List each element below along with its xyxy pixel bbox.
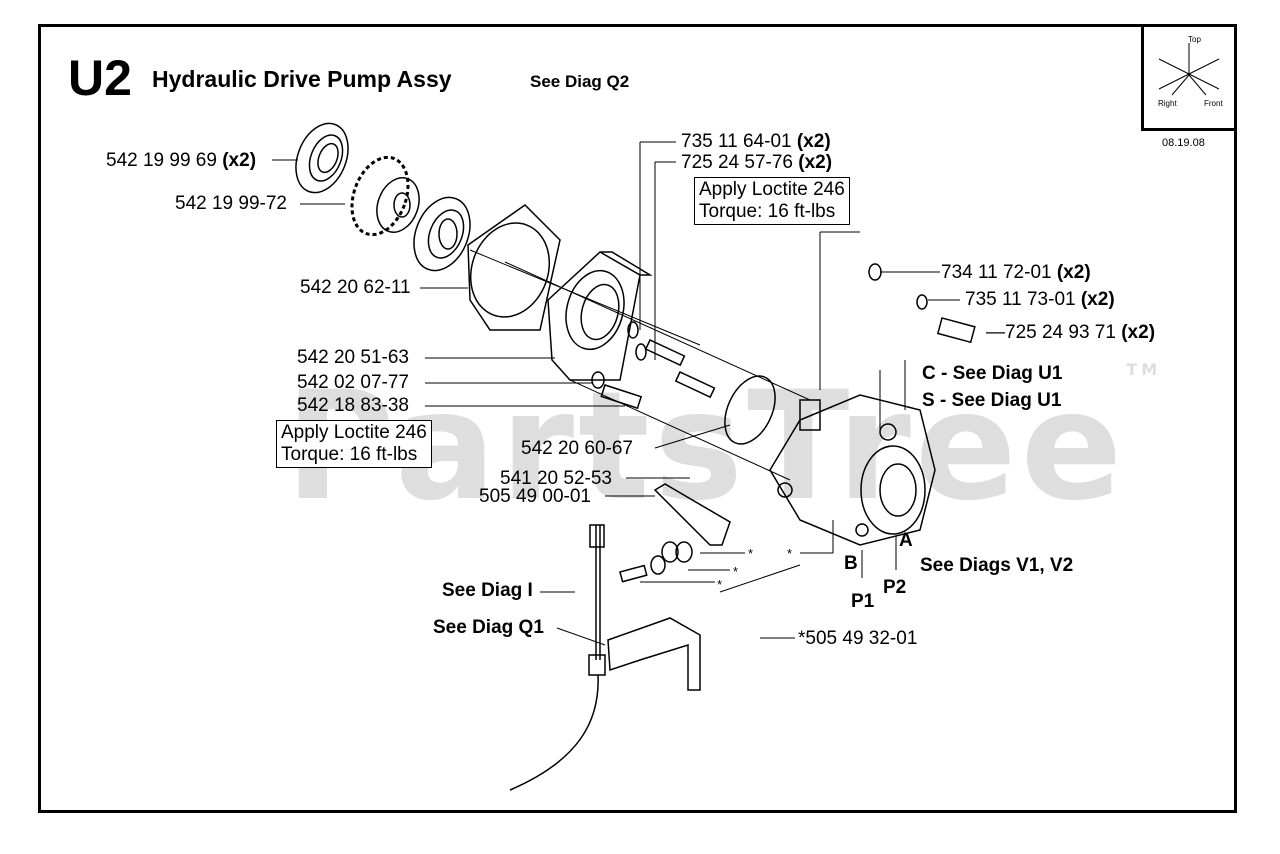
callout-oring[interactable]: 542 20 60-67 xyxy=(521,438,633,459)
callout-washer[interactable]: 542 02 07-77 xyxy=(297,372,409,393)
callout-gasket[interactable]: 542 20 62-11 xyxy=(300,277,411,298)
diagram-frame xyxy=(38,24,1237,813)
diagram-code: U2 xyxy=(68,50,132,106)
bottom-bracket xyxy=(607,617,701,691)
ref-diag-i[interactable]: See Diag I xyxy=(442,580,533,601)
orientation-box: Top Right Front xyxy=(1141,24,1237,131)
callout-washer-right-2[interactable]: 735 11 73-01 (x2) xyxy=(965,289,1115,310)
ref-diag-q1[interactable]: See Diag Q1 xyxy=(433,617,544,638)
bolt-part xyxy=(591,371,643,410)
loctite-note-top: Apply Loctite 246 Torque: 16 ft-lbs xyxy=(694,177,850,225)
callout-screw-2[interactable]: 725 24 57-76 (x2) xyxy=(681,152,833,173)
leader-lines xyxy=(272,141,960,646)
loctite-note-left: Apply Loctite 246 Torque: 16 ft-lbs xyxy=(276,420,432,468)
plate-part xyxy=(653,483,731,546)
orientation-front: Front xyxy=(1204,99,1223,108)
callout-plate[interactable]: 505 49 00-01 xyxy=(479,486,591,507)
callout-gear[interactable]: 542 19 99-72 xyxy=(175,193,287,214)
port-p1: P1 xyxy=(851,591,875,612)
star-mark: * xyxy=(748,546,754,561)
pump-body xyxy=(769,394,936,546)
gasket-part xyxy=(467,204,561,331)
spacer-parts xyxy=(619,541,693,583)
gear-part xyxy=(350,155,420,237)
o-ring-part xyxy=(724,375,776,445)
orientation-right: Right xyxy=(1158,99,1177,108)
ref-c[interactable]: C - See Diag U1 xyxy=(922,363,1063,384)
star-mark: * xyxy=(733,564,739,579)
diagram-date: 08.19.08 xyxy=(1162,137,1205,149)
star-mark: * xyxy=(787,546,793,561)
callout-washer-right-1[interactable]: 734 11 72-01 (x2) xyxy=(941,262,1091,283)
port-p2: P2 xyxy=(883,577,907,598)
bearing-part-2 xyxy=(413,196,471,272)
star-mark: * xyxy=(717,577,723,592)
callout-bolt-right[interactable]: —725 24 93 71 (x2) xyxy=(986,322,1156,343)
ref-diags-v[interactable]: See Diags V1, V2 xyxy=(920,555,1074,576)
callout-bearing[interactable]: 542 19 99 69 (x2) xyxy=(106,150,257,171)
diagram-title: Hydraulic Drive Pump Assy xyxy=(152,66,452,92)
callout-nut[interactable]: 541 20 52-53 xyxy=(500,468,612,489)
diagram-see-link[interactable]: See Diag Q2 xyxy=(530,72,630,91)
callout-flange[interactable]: 542 20 51-63 xyxy=(297,347,409,368)
orientation-top: Top xyxy=(1188,35,1201,44)
bearing-part xyxy=(295,122,349,194)
port-a: A xyxy=(899,530,913,551)
orientation-axes-icon xyxy=(1158,43,1220,96)
screw-part xyxy=(627,321,716,399)
flange-part xyxy=(547,251,653,381)
callout-screw-1[interactable]: 735 11 64-01 (x2) xyxy=(681,131,831,152)
control-cable xyxy=(509,524,606,791)
port-b: B xyxy=(844,553,858,574)
callout-kit[interactable]: *505 49 32-01 xyxy=(798,628,918,649)
ref-s[interactable]: S - See Diag U1 xyxy=(922,390,1062,411)
callout-bolt[interactable]: 542 18 83-38 xyxy=(297,395,409,416)
